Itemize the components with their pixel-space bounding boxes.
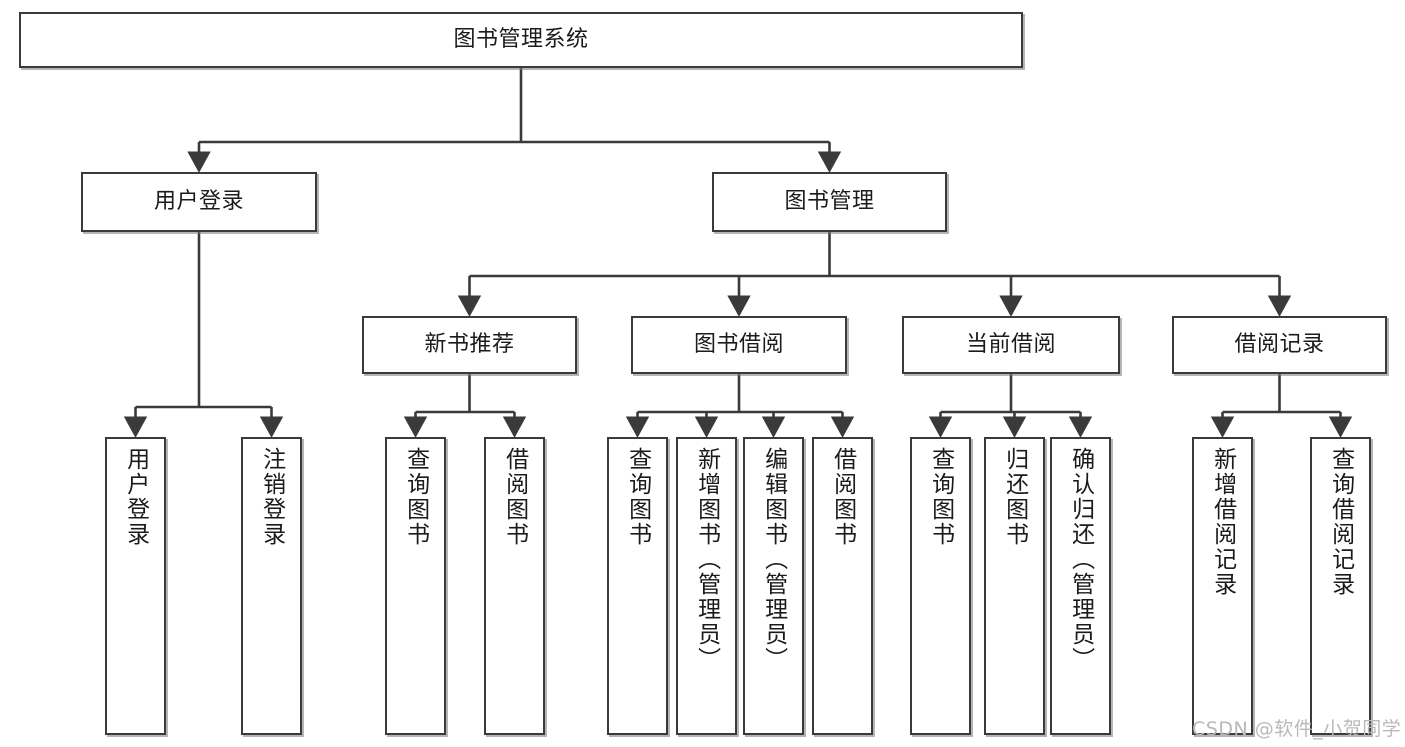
node-label: 确认归还（管理员） xyxy=(1067,447,1094,672)
node-leaf-query-book-current[interactable]: 查询图书 xyxy=(910,437,971,735)
node-label: 新增借阅记录 xyxy=(1209,447,1236,597)
node-leaf-user-logout[interactable]: 注销登录 xyxy=(241,437,302,735)
node-label: 用户登录 xyxy=(153,189,244,215)
node-current-borrow[interactable]: 当前借阅 xyxy=(902,316,1120,374)
node-leaf-edit-book-admin[interactable]: 编辑图书（管理员） xyxy=(743,437,804,735)
node-label: 借阅记录 xyxy=(1234,332,1325,358)
node-label: 借阅图书 xyxy=(501,447,528,547)
node-label: 查询图书 xyxy=(402,447,429,547)
node-label: 图书借阅 xyxy=(693,332,784,358)
node-label: 借阅图书 xyxy=(829,447,856,547)
node-leaf-return-book[interactable]: 归还图书 xyxy=(984,437,1045,735)
node-label: 查询借阅记录 xyxy=(1327,447,1354,597)
node-leaf-borrow-book-rec[interactable]: 借阅图书 xyxy=(484,437,545,735)
node-leaf-query-book-borrow[interactable]: 查询图书 xyxy=(607,437,668,735)
node-root[interactable]: 图书管理系统 xyxy=(19,12,1023,68)
node-label: 归还图书 xyxy=(1001,447,1028,547)
node-leaf-query-borrow-record[interactable]: 查询借阅记录 xyxy=(1310,437,1371,735)
node-leaf-query-book-rec[interactable]: 查询图书 xyxy=(385,437,446,735)
node-leaf-confirm-return-admin[interactable]: 确认归还（管理员） xyxy=(1050,437,1111,735)
node-leaf-add-borrow-record[interactable]: 新增借阅记录 xyxy=(1192,437,1253,735)
node-label: 注销登录 xyxy=(258,447,285,547)
node-leaf-add-book-admin[interactable]: 新增图书（管理员） xyxy=(676,437,737,735)
node-new-book-recommend[interactable]: 新书推荐 xyxy=(362,316,577,374)
node-label: 新增图书（管理员） xyxy=(693,447,720,672)
node-borrow-record[interactable]: 借阅记录 xyxy=(1172,316,1387,374)
node-label: 当前借阅 xyxy=(965,332,1056,358)
node-leaf-user-login[interactable]: 用户登录 xyxy=(105,437,166,735)
node-label: 编辑图书（管理员） xyxy=(760,447,787,672)
node-label: 图书管理 xyxy=(784,189,875,215)
node-label: 查询图书 xyxy=(624,447,651,547)
node-label: 图书管理系统 xyxy=(453,27,589,53)
node-label: 查询图书 xyxy=(927,447,954,547)
csdn-watermark: CSDN @软件_小贺同学 xyxy=(1192,718,1402,740)
node-book-manage[interactable]: 图书管理 xyxy=(712,172,947,232)
node-label: 用户登录 xyxy=(122,447,149,547)
node-book-borrow[interactable]: 图书借阅 xyxy=(631,316,847,374)
node-user-login[interactable]: 用户登录 xyxy=(81,172,317,232)
node-label: 新书推荐 xyxy=(424,332,515,358)
node-leaf-borrow-book[interactable]: 借阅图书 xyxy=(812,437,873,735)
